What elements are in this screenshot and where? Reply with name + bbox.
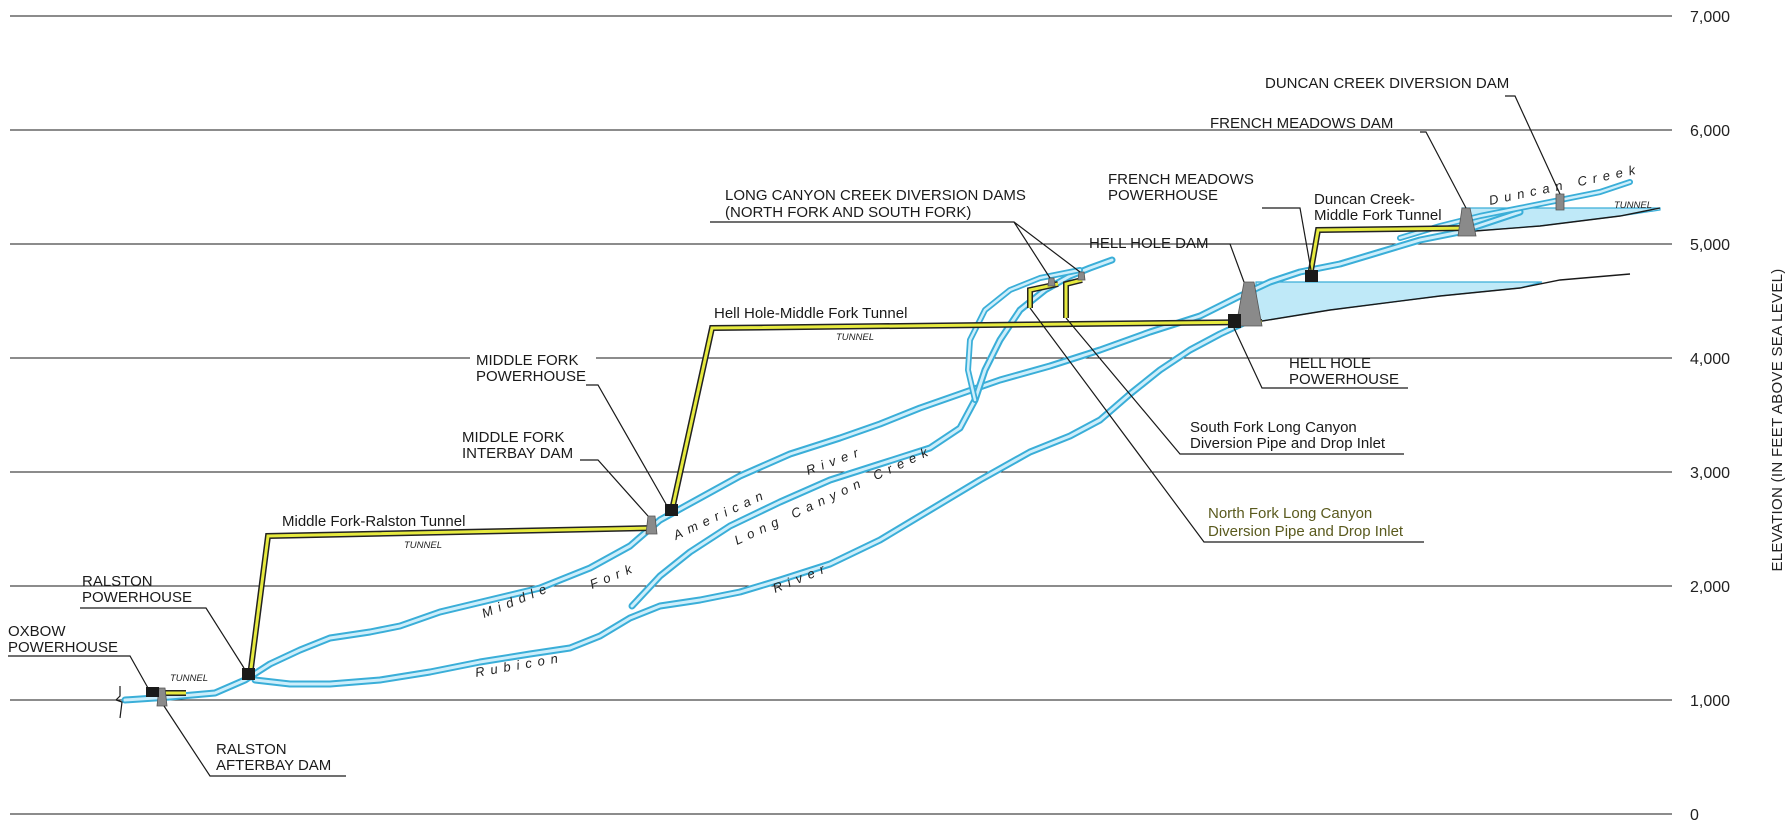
south-fork-diversion-pipe (1063, 277, 1083, 318)
label-ralston-dam-1: RALSTON (216, 741, 287, 758)
leader-nf-pipe (1029, 307, 1424, 543)
leader-long-canyon-dams (710, 221, 1081, 279)
elevation-ticks: 7,000 6,000 5,000 4,000 3,000 2,000 1,00… (1690, 9, 1786, 821)
oxbow-powerhouse-symbol (146, 687, 159, 697)
dams (156, 193, 1565, 707)
river-break-symbol (114, 686, 123, 719)
label-hh-tunnel: Hell Hole-Middle Fork Tunnel (714, 305, 907, 322)
leader-hell-hole-dam (1180, 243, 1245, 283)
leader-lines (8, 95, 1561, 777)
leader-french-ph (1262, 207, 1312, 271)
label-sf-pipe-1: South Fork Long Canyon (1190, 419, 1357, 436)
rubicon-river-fill (253, 318, 1252, 686)
tick-7000: 7,000 (1690, 9, 1730, 26)
powerhouses (146, 270, 1318, 697)
leader-hell-hole-ph (1233, 327, 1408, 389)
label-interbay-2: INTERBAY DAM (462, 445, 573, 462)
y-axis-label: ELEVATION (IN FEET ABOVE SEA LEVEL) (1769, 268, 1786, 571)
tick-4000: 4,000 (1690, 351, 1730, 368)
leader-french-dam (1420, 131, 1467, 209)
leader-interbay-dam (580, 459, 649, 517)
long-canyon-north-branch-fill (966, 268, 1082, 402)
middle-fork-powerhouse-symbol (665, 504, 678, 516)
middle-fork-ralston-tunnel-core (248, 526, 655, 677)
reservoirs (1255, 207, 1661, 323)
river-label-rubicon-river: River (771, 559, 833, 596)
label-mf-ralston-tunnel: Middle Fork-Ralston Tunnel (282, 513, 465, 530)
south-fork-diversion-pipe-core (1064, 278, 1083, 318)
ralston-powerhouse-symbol (242, 668, 255, 680)
middle-fork-interbay-dam-shape (645, 515, 658, 535)
label-ralston-ph-1: RALSTON (82, 573, 153, 590)
tick-6000: 6,000 (1690, 123, 1730, 140)
label-sf-pipe-2: Diversion Pipe and Drop Inlet (1190, 435, 1386, 452)
label-nf-pipe-2: Diversion Pipe and Drop Inlet (1208, 523, 1404, 540)
label-french-dam: FRENCH MEADOWS DAM (1210, 115, 1393, 132)
tunnel-tag-duncan: TUNNEL (1614, 200, 1652, 211)
label-french-ph-2: POWERHOUSE (1108, 187, 1218, 204)
long-canyon-south-dam-shape (1077, 271, 1086, 281)
leader-duncan-dam (1505, 95, 1561, 195)
river-labels: Duncan Creek Middle Fork American River … (474, 161, 1642, 680)
label-duncan-dam: DUNCAN CREEK DIVERSION DAM (1265, 75, 1509, 92)
label-ralston-ph-2: POWERHOUSE (82, 589, 192, 606)
tick-1000: 1,000 (1690, 693, 1730, 710)
label-hh-ph-1: HELL HOLE (1289, 355, 1371, 372)
structure-labels: DUNCAN CREEK DIVERSION DAM FRENCH MEADOW… (8, 75, 1509, 774)
tunnel-tags: TUNNEL TUNNEL TUNNEL TUNNEL (170, 200, 1652, 684)
tunnel-tag-oxbow: TUNNEL (170, 673, 208, 684)
hell-hole-reservoir (1255, 281, 1543, 323)
long-canyon-north-dam-shape (1047, 277, 1056, 287)
french-meadows-dam-shape (1457, 207, 1477, 237)
label-mf-ph-2: POWERHOUSE (476, 368, 586, 385)
label-oxbow-ph-2: POWERHOUSE (8, 639, 118, 656)
leader-ralston-dam (163, 705, 346, 777)
middle-fork-ralston-tunnel (247, 525, 655, 677)
leader-ralston-ph (80, 607, 245, 669)
label-mf-ph-1: MIDDLE FORK (476, 352, 579, 369)
french-meadows-powerhouse-symbol (1305, 270, 1318, 282)
french-meadows-ground (1461, 207, 1661, 233)
label-duncan-tunnel-2: Middle Fork Tunnel (1314, 207, 1442, 224)
tick-2000: 2,000 (1690, 579, 1730, 596)
tunnel-tag-middle-fork: TUNNEL (404, 540, 442, 551)
label-oxbow-ph-1: OXBOW (8, 623, 66, 640)
label-interbay-1: MIDDLE FORK (462, 429, 565, 446)
label-duncan-tunnel-1: Duncan Creek- (1314, 191, 1415, 208)
elevation-grid (10, 15, 1672, 815)
rivers (121, 179, 1633, 704)
tunnel-tag-hell-hole: TUNNEL (836, 332, 874, 343)
label-french-ph-1: FRENCH MEADOWS (1108, 171, 1254, 188)
label-hh-ph-2: POWERHOUSE (1289, 371, 1399, 388)
ralston-afterbay-dam-shape (156, 687, 168, 707)
label-long-canyon-dams-2: (NORTH FORK AND SOUTH FORK) (725, 204, 971, 221)
duncan-dam-shape (1555, 193, 1565, 211)
label-hell-hole-dam: HELL HOLE DAM (1089, 235, 1208, 252)
hell-hole-dam-shape (1235, 281, 1263, 327)
leader-sf-pipe (1065, 317, 1404, 455)
hell-hole-powerhouse-symbol (1228, 314, 1241, 328)
tick-3000: 3,000 (1690, 465, 1730, 482)
hell-hole-middle-fork-tunnel-core (670, 320, 1263, 511)
leader-middle-fork-ph (586, 384, 667, 505)
hell-hole-ground (1255, 273, 1631, 323)
tick-5000: 5,000 (1690, 237, 1730, 254)
leader-oxbow-ph (8, 655, 149, 689)
duncan-middle-fork-tunnel-core (1308, 226, 1471, 277)
label-nf-pipe-1: North Fork Long Canyon (1208, 505, 1372, 522)
label-ralston-dam-2: AFTERBAY DAM (216, 757, 331, 774)
label-long-canyon-dams-1: LONG CANYON CREEK DIVERSION DAMS (725, 187, 1026, 204)
tick-0: 0 (1690, 807, 1699, 821)
